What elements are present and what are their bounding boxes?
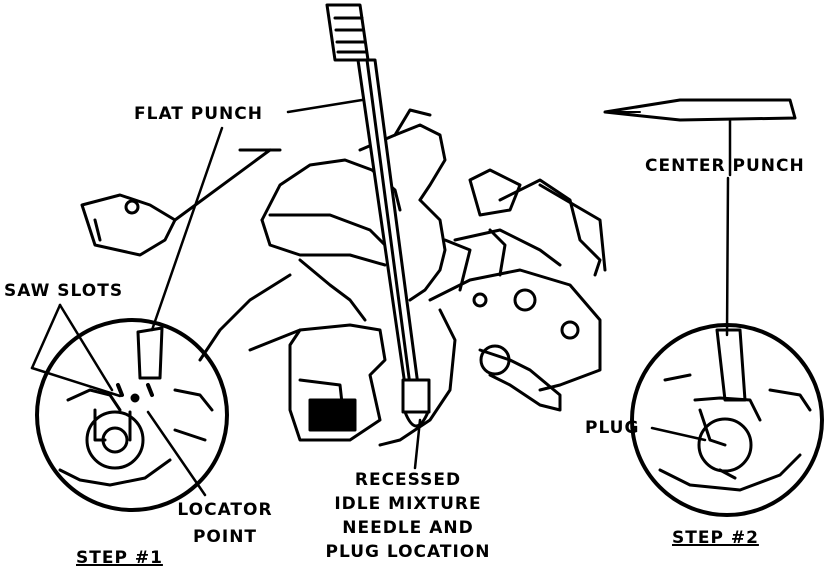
locator-point-line2: POINT bbox=[192, 527, 258, 547]
saw-slots-label: SAW SLOTS bbox=[4, 281, 124, 301]
recessed-line4: PLUG LOCATION bbox=[325, 542, 491, 562]
step2-detail bbox=[630, 323, 824, 517]
throttle-body-block bbox=[80, 148, 272, 257]
leader-lines bbox=[30, 98, 732, 497]
recessed-line1: RECESSED bbox=[354, 470, 462, 490]
step1-detail bbox=[35, 318, 229, 512]
step1-label: STEP #1 bbox=[76, 548, 163, 568]
flat-punch-tool bbox=[325, 3, 431, 428]
flat-punch-label: FLAT PUNCH bbox=[134, 104, 263, 124]
recessed-line2: IDLE MIXTURE bbox=[334, 494, 482, 514]
plug-label: PLUG bbox=[585, 418, 640, 438]
carburetor-body bbox=[288, 168, 607, 447]
recessed-line3: NEEDLE AND bbox=[342, 518, 474, 538]
center-punch-label: CENTER PUNCH bbox=[645, 156, 805, 176]
step2-label: STEP #2 bbox=[672, 528, 759, 548]
center-punch-tool bbox=[603, 98, 797, 122]
recessed-needle-label: RECESSED IDLE MIXTURE NEEDLE AND PLUG LO… bbox=[308, 470, 508, 562]
locator-point-label: LOCATOR POINT bbox=[165, 500, 285, 547]
locator-point-line1: LOCATOR bbox=[177, 500, 273, 520]
hand bbox=[198, 108, 447, 362]
